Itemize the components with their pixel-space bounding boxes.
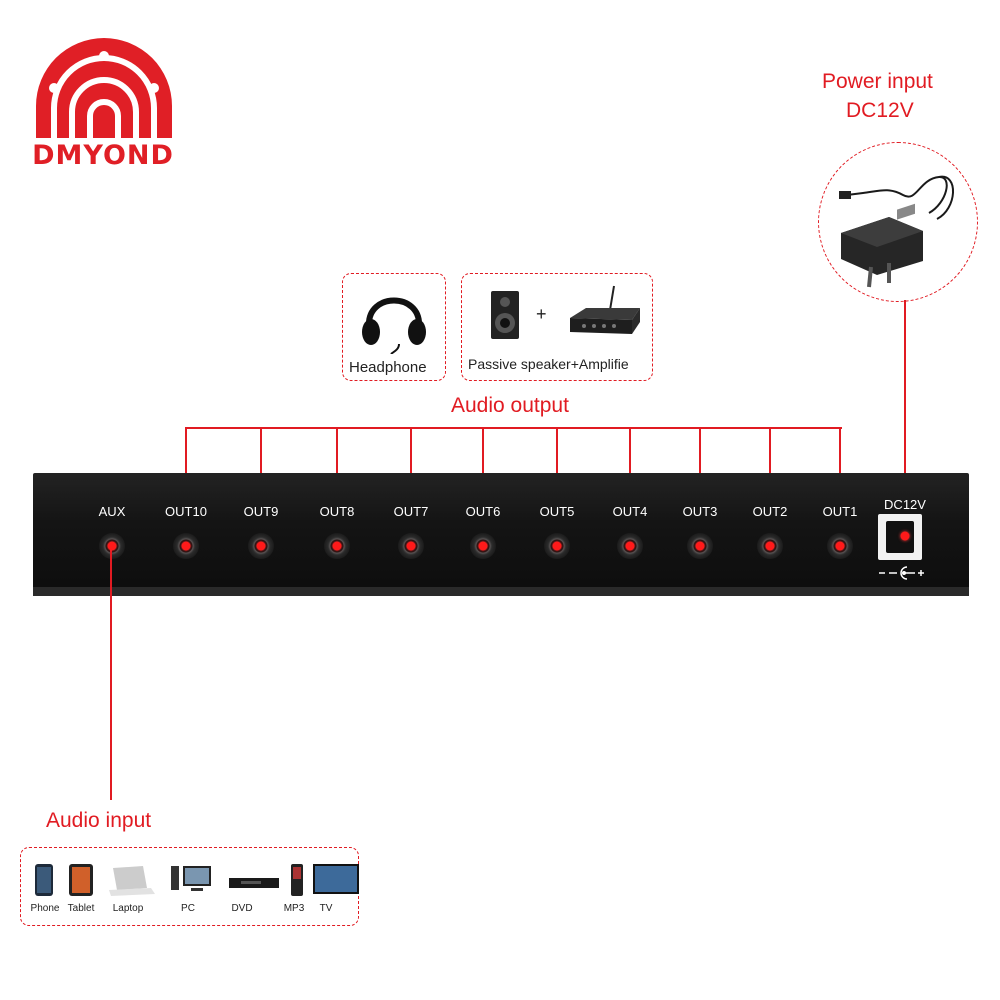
audio-distributor-device (33, 473, 969, 596)
laptop-icon (109, 866, 155, 896)
out-port-label: OUT7 (393, 504, 429, 519)
out-port-dot (406, 541, 416, 551)
out-port-label: OUT5 (539, 504, 575, 519)
headphone-caption: Headphone (349, 359, 427, 376)
source-caption: MP3 (283, 903, 305, 914)
dc-port-label: DC12V (884, 497, 926, 512)
out-port-label: OUT3 (682, 504, 718, 519)
source-caption: TV (319, 903, 333, 914)
out-port-dot (332, 541, 342, 551)
out-port-label: OUT2 (752, 504, 788, 519)
power-voltage-label: DC12V (846, 99, 914, 122)
out-port-label: OUT1 (822, 504, 858, 519)
power-connector-line (904, 300, 906, 532)
speaker-caption: Passive speaker+Amplifie (468, 356, 629, 372)
headphone-output-card: Headphone (342, 273, 446, 381)
audio-input-label: Audio input (46, 809, 152, 832)
out-port-dot (625, 541, 635, 551)
out-port-label: OUT9 (243, 504, 279, 519)
source-caption: DVD (231, 903, 253, 914)
source-caption: PC (181, 903, 195, 914)
output-bus-line (186, 427, 842, 429)
dc-port-dot (900, 531, 910, 541)
speaker-icon (491, 291, 519, 339)
dvd-icon (229, 878, 279, 888)
power-adapter-icon (839, 175, 954, 288)
tv-icon (313, 864, 359, 894)
source-caption: Laptop (112, 903, 144, 914)
tablet-icon (69, 864, 93, 896)
out-port-dot (181, 541, 191, 551)
amplifier-icon (570, 285, 640, 334)
out-port-dot (478, 541, 488, 551)
out-port-label: OUT8 (319, 504, 355, 519)
out-port-dot (835, 541, 845, 551)
power-input-label: Power input (822, 70, 933, 93)
aux-port-dot (107, 541, 117, 551)
out-port-dot (256, 541, 266, 551)
mp3-icon (291, 864, 303, 896)
speaker-output-card: + Passive speaker+Amplifie (461, 273, 653, 381)
audio-source-card: Phone Tablet Laptop PC DVD MP3 TV (20, 847, 359, 926)
headphone-icon (362, 297, 426, 354)
phone-icon (35, 864, 53, 896)
dc-polarity-icon (879, 566, 924, 580)
brand-logo-icon (36, 38, 172, 138)
pc-icon (171, 866, 211, 891)
plus-sign: + (536, 304, 547, 324)
device-bottom-edge (33, 587, 969, 596)
source-caption: Phone (30, 903, 60, 914)
aux-port-label: AUX (98, 504, 126, 519)
power-adapter-callout (818, 142, 978, 302)
out-port-dot (552, 541, 562, 551)
out-port-label: OUT4 (612, 504, 648, 519)
out-port-dot (765, 541, 775, 551)
brand-name: DMYOND (32, 140, 174, 171)
out-port-label: OUT10 (165, 504, 207, 519)
out-port-label: OUT6 (465, 504, 501, 519)
source-devices-icons (35, 864, 359, 896)
source-caption: Tablet (67, 903, 95, 914)
input-connector-line (110, 548, 112, 800)
audio-output-label: Audio output (451, 394, 569, 417)
out-port-dot (695, 541, 705, 551)
